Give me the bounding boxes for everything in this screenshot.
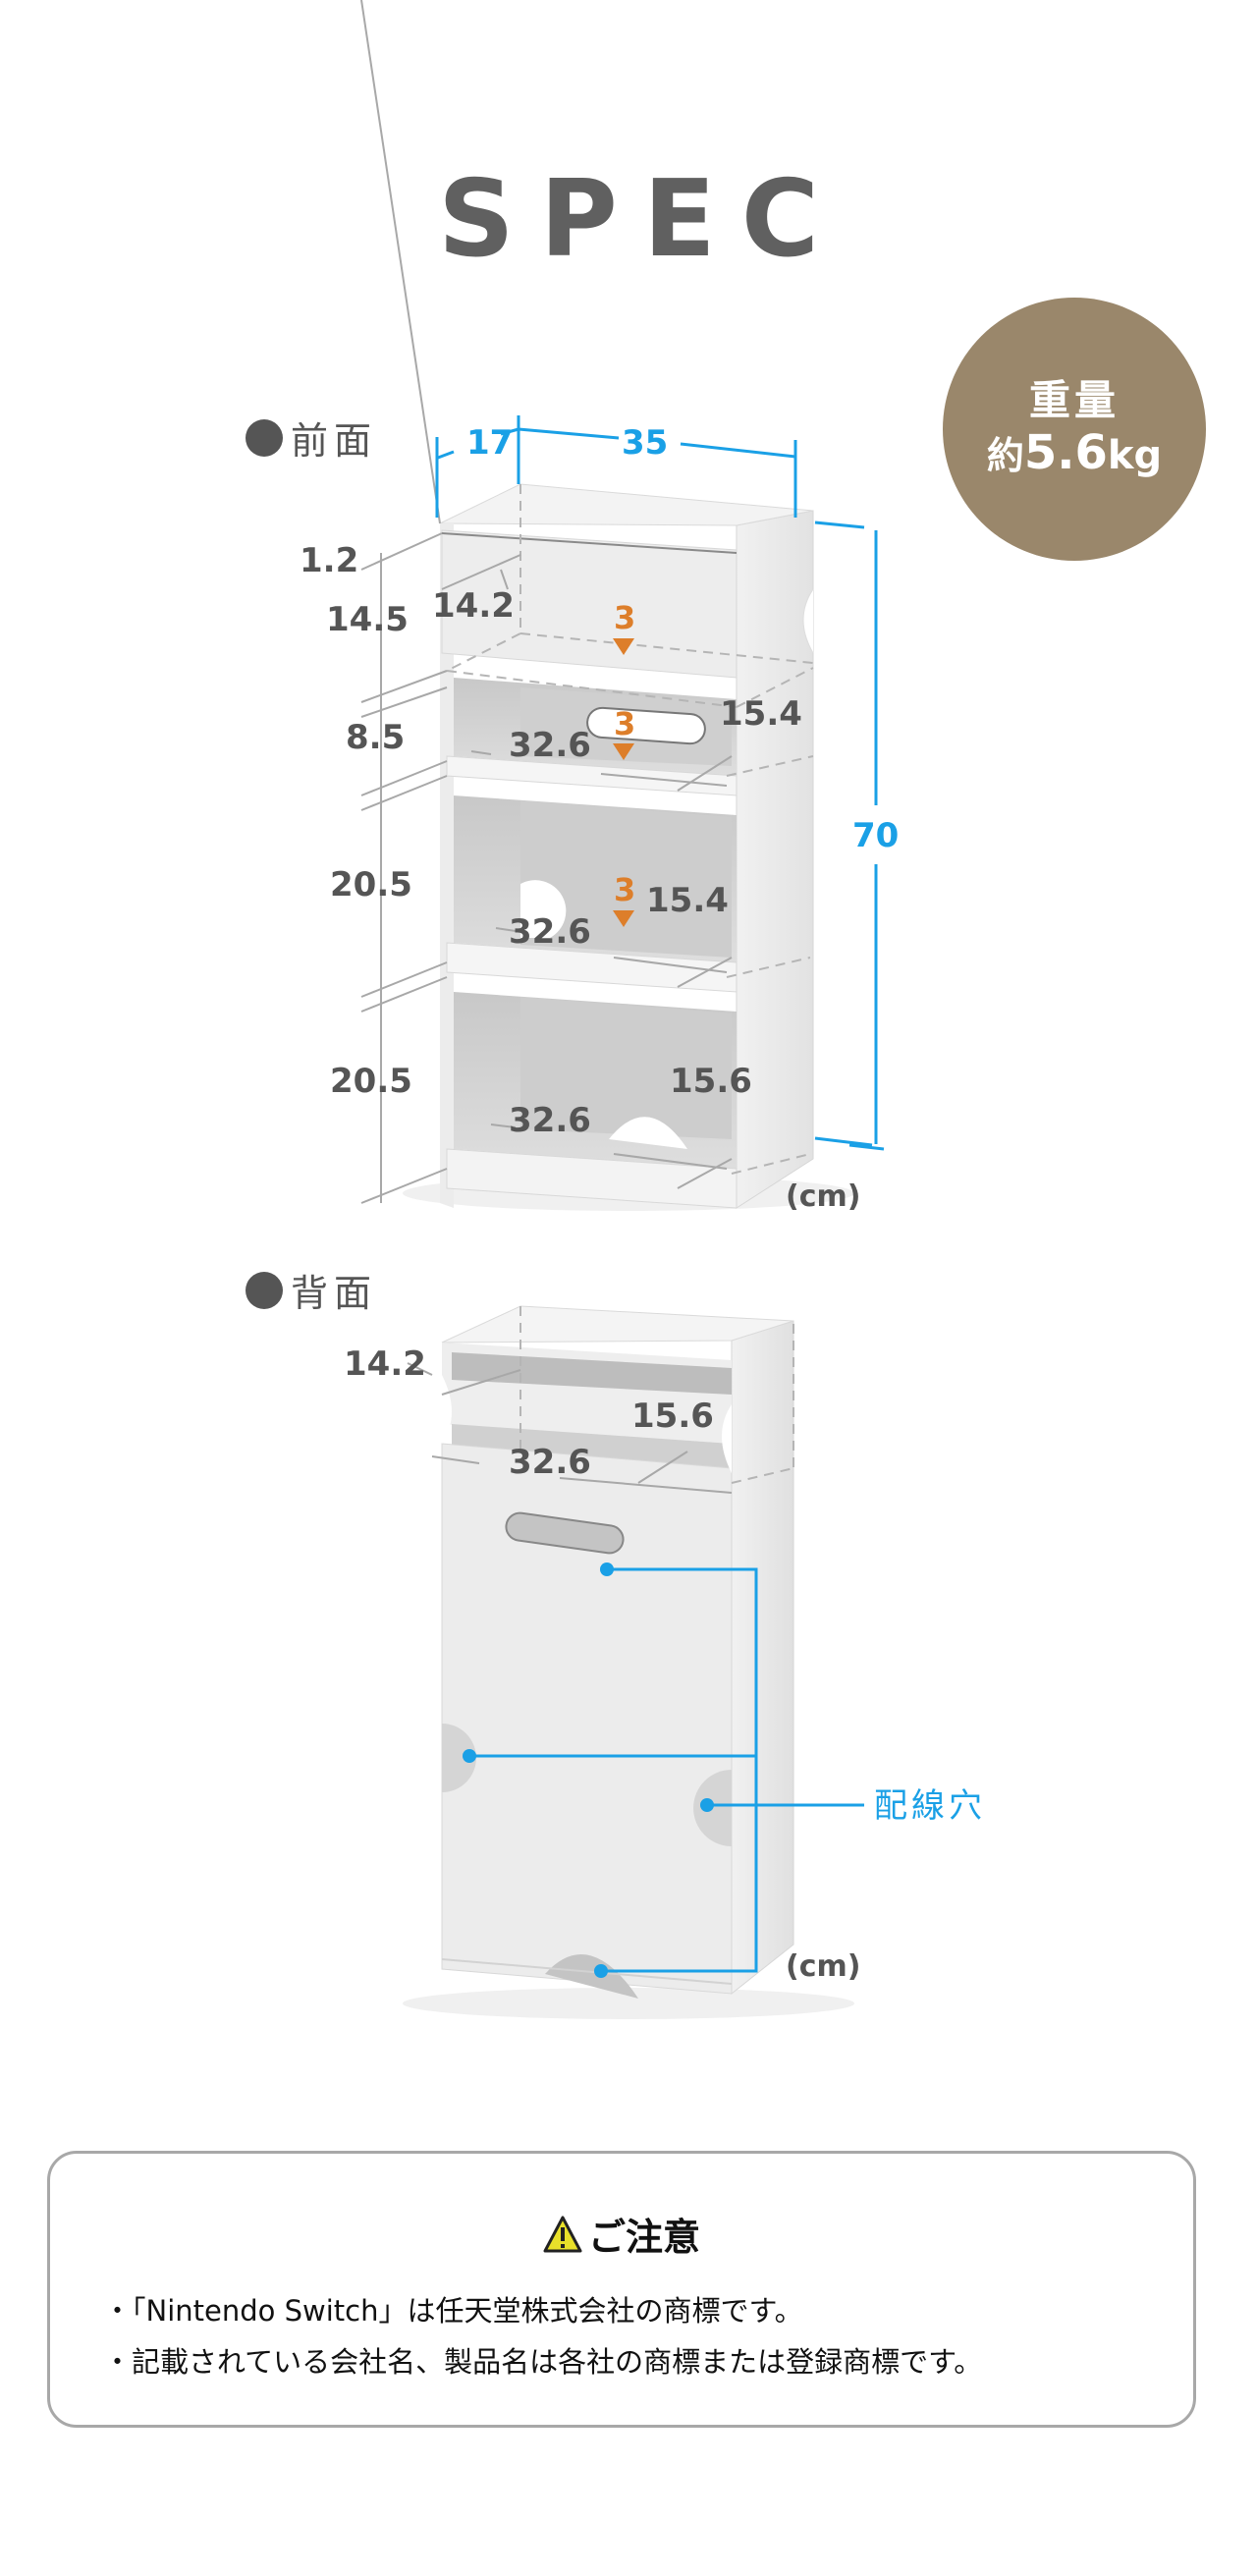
dim-compartment-4: 20.5 — [330, 1062, 412, 1101]
page-title: SPEC — [438, 158, 845, 281]
shelf-1-width: 32.6 — [509, 726, 591, 765]
back-top-depth: 14.2 — [344, 1344, 426, 1384]
dim-compartment-1: 14.5 — [326, 600, 409, 639]
front-view-label: 前面 — [246, 411, 377, 465]
front-unit-label: (cm) — [786, 1179, 860, 1214]
front-height-dim: 70 — [852, 816, 899, 855]
top-compartment-depth: 14.2 — [432, 586, 515, 626]
shelf-1-adjust: 3 — [614, 705, 635, 742]
dim-top-board: 1.2 — [300, 541, 358, 580]
notice-list: 「Nintendo Switch」は任天堂株式会社の商標です。 記載されている会… — [103, 2285, 982, 2387]
front-width-dim: 35 — [622, 423, 668, 463]
dim-compartment-3: 20.5 — [330, 865, 412, 904]
cable-hole-callout: 配線穴 — [874, 1786, 986, 1826]
top-compartment-adjust: 3 — [614, 599, 635, 636]
bullet-dot-icon — [246, 1271, 283, 1309]
dim-compartment-2: 8.5 — [346, 718, 405, 757]
adjust-down-arrow-icon — [613, 910, 634, 927]
warning-icon — [543, 2216, 582, 2252]
back-shelf-width: 32.6 — [509, 1443, 591, 1482]
weight-value: 5.6 — [1023, 425, 1108, 481]
weight-label: 重量 — [1028, 376, 1120, 424]
adjust-down-arrow-icon — [613, 638, 634, 655]
bottom-width: 32.6 — [509, 1101, 591, 1140]
shelf-2-depth: 15.4 — [646, 881, 729, 920]
front-view-diagram: 17 35 70 1.2 14.5 8.5 20.5 20.5 14.2 3 3… — [300, 0, 899, 1214]
shelf-2-width: 32.6 — [509, 912, 591, 952]
weight-badge: 重量 約5.6kg — [943, 298, 1206, 561]
adjust-down-arrow-icon — [613, 743, 634, 760]
callout-markers — [463, 1562, 714, 1978]
weight-value-row: 約5.6kg — [987, 425, 1162, 482]
notice-item: 記載されている会社名、製品名は各社の商標または登録商標です。 — [103, 2336, 982, 2387]
bullet-dot-icon — [246, 418, 283, 457]
back-unit-label: (cm) — [786, 1949, 860, 1984]
shelf-1-depth: 15.4 — [720, 694, 802, 734]
notice-box: ご注意 「Nintendo Switch」は任天堂株式会社の商標です。 記載され… — [47, 2151, 1196, 2428]
back-shelf-depth: 15.6 — [631, 1397, 714, 1436]
shelf-2-adjust: 3 — [614, 871, 635, 908]
weight-prefix: 約 — [986, 434, 1024, 478]
back-view-diagram: 14.2 15.6 32.6 配線穴 (cm) — [344, 1305, 986, 2019]
back-view-label: 背面 — [246, 1263, 377, 1317]
notice-title: ご注意 — [50, 2207, 1193, 2261]
weight-unit: kg — [1107, 433, 1163, 479]
bottom-depth: 15.6 — [670, 1062, 752, 1101]
notice-item: 「Nintendo Switch」は任天堂株式会社の商標です。 — [103, 2285, 982, 2336]
front-depth-dim: 17 — [466, 423, 513, 463]
